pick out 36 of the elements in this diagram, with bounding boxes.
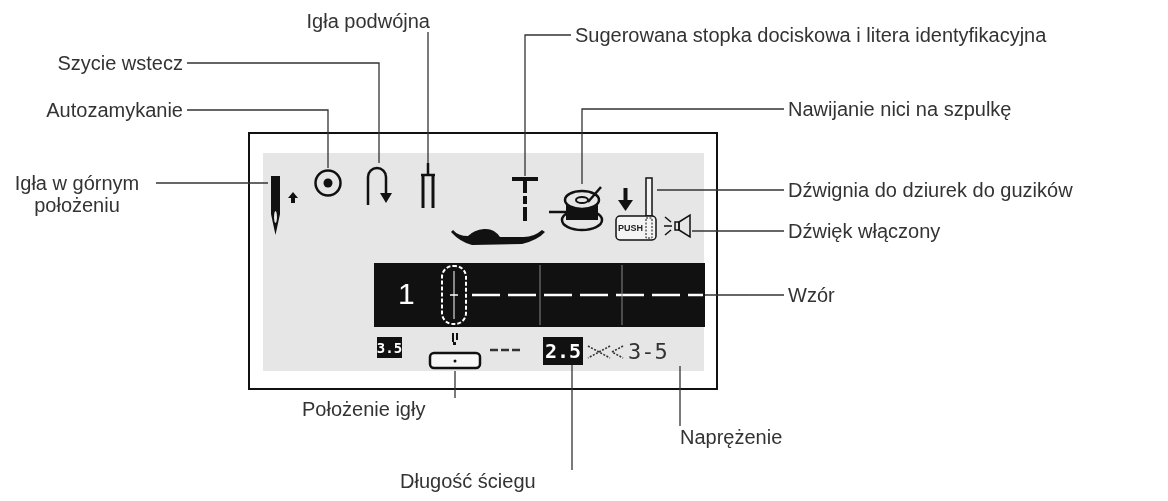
callout-label: Igła w górnym położeniu: [2, 172, 152, 216]
leader-line: [454, 370, 456, 399]
callout-label: Nawijanie nici na szpulkę: [788, 98, 1012, 120]
value-display: 3.5: [377, 337, 402, 358]
speaker-icon: [664, 213, 692, 239]
pattern-display: [374, 263, 705, 327]
leader-line: [524, 34, 572, 177]
leader-line: [571, 364, 573, 471]
callout-label: Dźwignia do dziurek do guzików: [788, 179, 1073, 201]
push-text: PUSH: [618, 222, 643, 234]
callout-label: Szycie wstecz: [57, 52, 183, 74]
presser-foot-icon: [450, 176, 546, 248]
callout-label: Długość ściegu: [400, 470, 536, 492]
callout-label: Sugerowana stopka dociskowa i litera identyfikacyjna: [575, 24, 1047, 46]
leader-line: [186, 62, 380, 164]
callout-label: Naprężenie: [680, 426, 783, 448]
value-display: 2.5: [543, 337, 583, 365]
leader-line: [656, 189, 785, 191]
leader-line: [186, 109, 329, 169]
leader-line: [581, 108, 785, 185]
twin-needle-icon: [418, 163, 438, 209]
leader-line: [679, 365, 681, 427]
callout-label: Autozamykanie: [46, 99, 183, 121]
callout-label: Dźwięk włączony: [788, 220, 941, 242]
needle-up-icon: [268, 174, 300, 236]
leader-line: [704, 294, 785, 296]
tension-value: 3-5: [628, 340, 668, 364]
callout-label: Położenie igły: [302, 398, 426, 420]
leader-line: [155, 182, 269, 184]
needle-position-icon: [428, 333, 482, 371]
pattern-number: 1: [398, 277, 415, 311]
auto-lock-icon: [313, 168, 343, 198]
callout-label: Wzór: [788, 284, 835, 306]
callout-label: Igła podwójna: [306, 10, 430, 32]
leader-line: [427, 31, 429, 164]
leader-line: [691, 230, 785, 232]
